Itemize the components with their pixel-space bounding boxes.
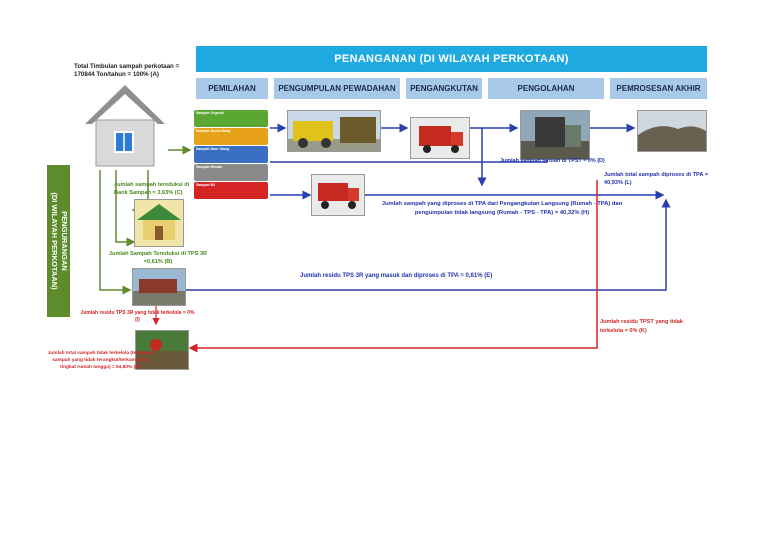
tpa-total-label: Jumlah total sampah diproses di TPA = 40…: [604, 172, 708, 186]
residu-tps3r-tidak-label: Jumlah residu TPS 3R yang tidak terkelol…: [80, 310, 195, 323]
house-icon: [85, 85, 165, 167]
pengurangan-sidebar: PENGURANGAN(DI WILAYAH PERKOTAAN): [47, 165, 70, 317]
stage-pemilahan: PEMILAHAN: [196, 78, 268, 99]
handling-banner: PENANGANAN (DI WILAYAH PERKOTAAN): [196, 46, 707, 72]
category-residu: Sampah Residu: [194, 164, 268, 181]
bank-sampah-label: Jumlah sampah tereduksi di Bank Sampah =…: [114, 182, 190, 196]
landfill-photo: [637, 110, 707, 152]
residu-tps3r-tpa-label: Jumlah residu TPS 3R yang masuk dan dipr…: [300, 273, 493, 279]
tps3r-label: Jumlah Sampah Tereduksi di TPS 3R =0,61%…: [108, 251, 208, 265]
residu-tpst-label: Jumlah residu TPST yang tidak terkelola …: [600, 319, 683, 334]
langsung-label: Jumlah sampah yang diproses di TPA dari …: [381, 201, 623, 216]
tpst-facility-photo: [520, 110, 590, 160]
tpst-label: Jumlah sampah terolah di TPST = 0% (D): [500, 158, 605, 164]
stage-pengumpulan: PENGUMPULAN PEWADAHAN: [274, 78, 400, 99]
truck-photo-2: [311, 174, 365, 216]
truck-photo-1: [410, 117, 470, 159]
tps3r-photo: [132, 268, 186, 306]
category-b3: Sampah B3: [194, 182, 268, 199]
category-guna-ulang: Sampah Guna Ulang: [194, 128, 268, 145]
stage-pengolahan: PENGOLAHAN: [488, 78, 604, 99]
total-timbulan-label: Total Timbulan sampah perkotaan = 170844…: [74, 63, 180, 78]
bank-sampah-photo: [134, 199, 184, 247]
unmanaged-waste-photo: [135, 330, 189, 370]
collection-cart-photo: [287, 110, 381, 152]
stage-pengangkutan: PENGANGKUTAN: [406, 78, 482, 99]
category-daur-ulang: Sampah Daur Ulang: [194, 146, 268, 163]
stage-pemrosesan-akhir: PEMROSESAN AKHIR: [610, 78, 707, 99]
tidak-terkelola-label: Jumlah total sampah tidak terkelola (ter…: [47, 351, 154, 370]
category-organik: Sampah Organik: [194, 110, 268, 127]
